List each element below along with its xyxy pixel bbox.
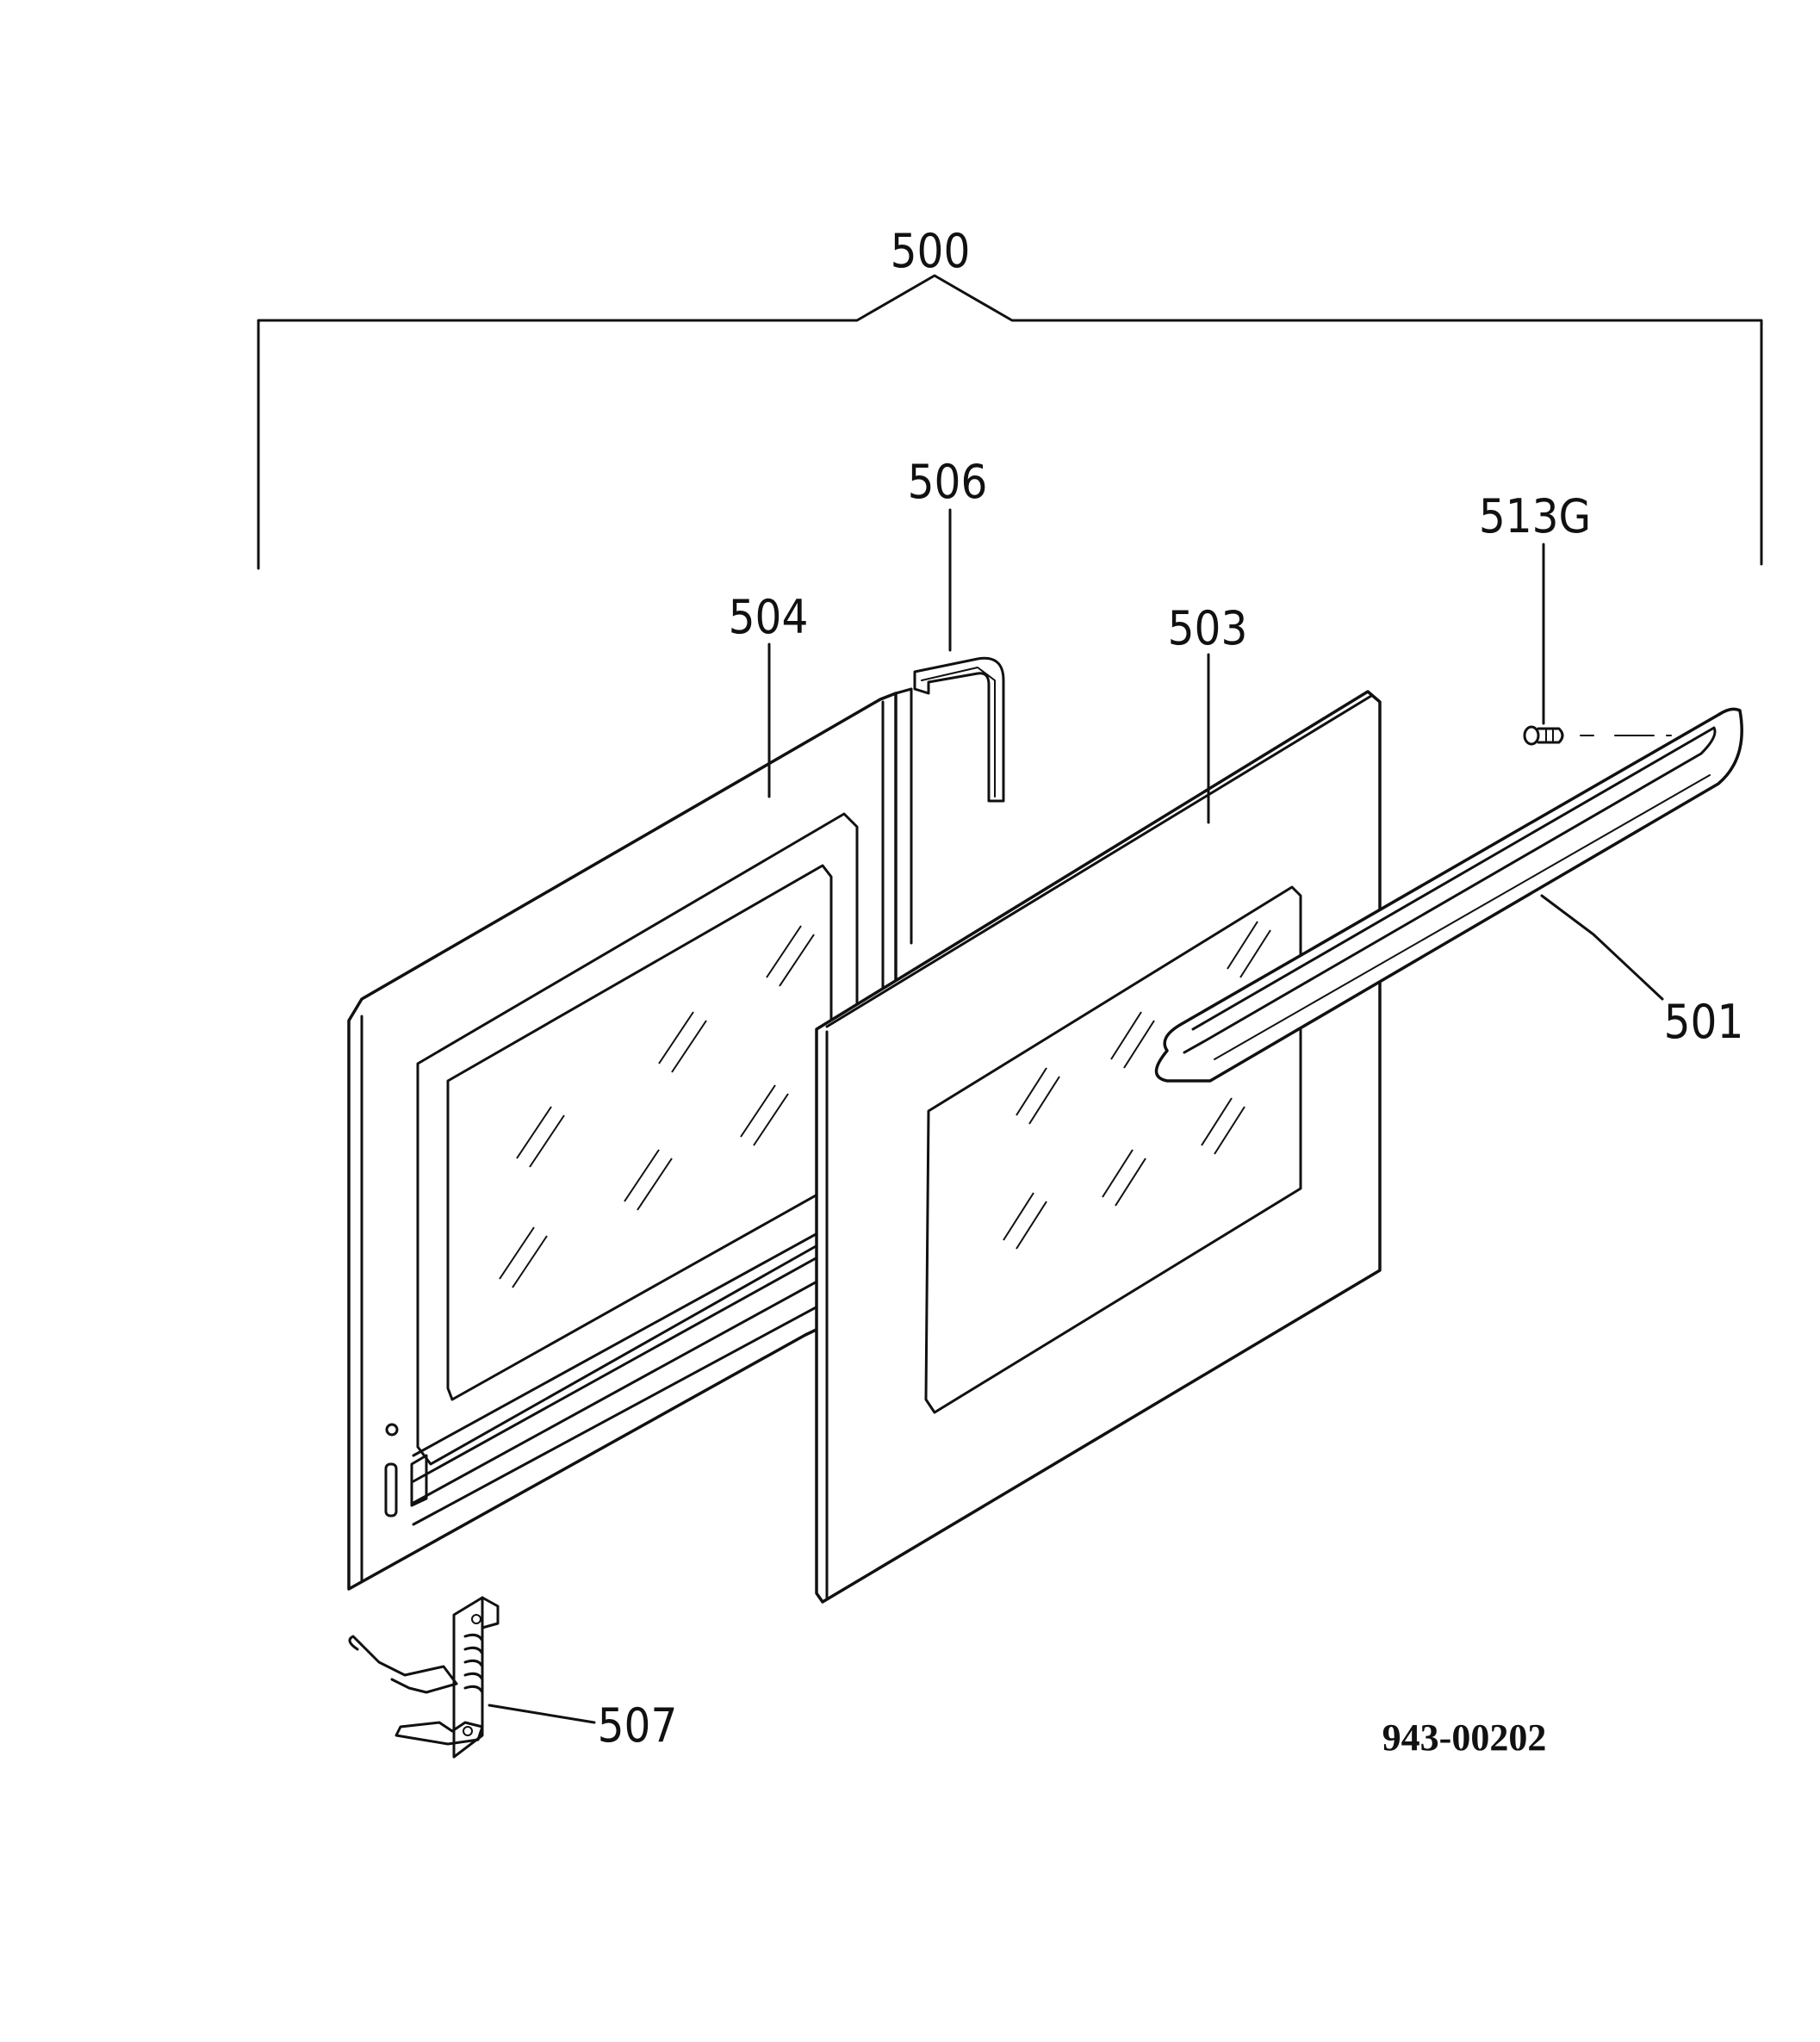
label-507: 507 — [598, 1698, 678, 1753]
label-501: 501 — [1664, 995, 1744, 1049]
leader-507 — [488, 1704, 596, 1724]
handle-screw — [1523, 725, 1672, 746]
door-gasket — [913, 656, 1005, 803]
outer-glass-panel — [815, 690, 1382, 1604]
leader-501 — [1540, 894, 1664, 1001]
leader-lines — [488, 508, 1664, 1724]
door-hinge — [348, 1596, 500, 1759]
label-500: 500 — [891, 224, 971, 278]
door-handle — [1154, 707, 1743, 1083]
assembly-bracket — [257, 274, 1763, 570]
label-513g: 513G — [1479, 489, 1591, 543]
label-503: 503 — [1168, 601, 1248, 655]
label-504: 504 — [729, 590, 809, 644]
label-506: 506 — [908, 455, 988, 509]
inner-door-panel — [347, 687, 913, 1591]
drawing-number: 943-00202 — [1382, 1716, 1547, 1759]
